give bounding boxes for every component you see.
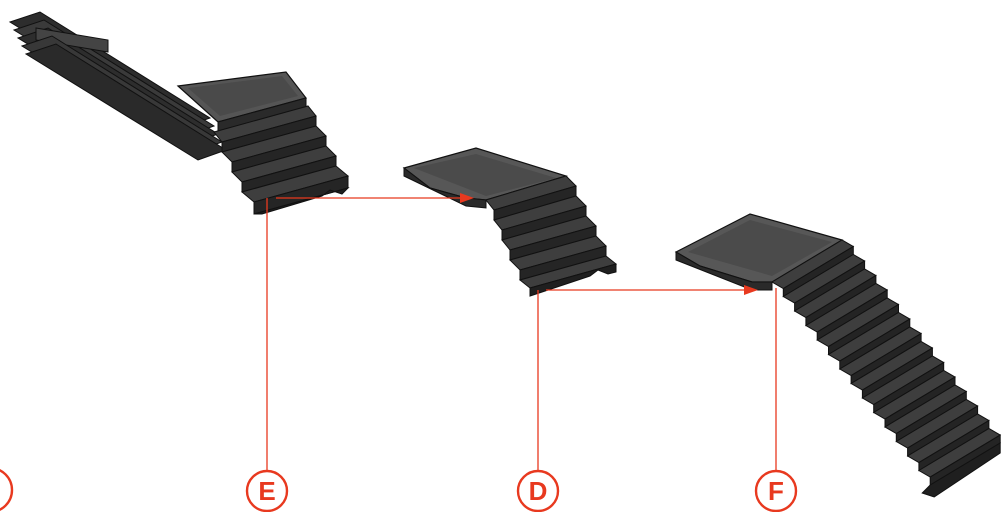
stair-flight-a-lower	[213, 105, 350, 215]
stair-flight-a-upper	[8, 11, 228, 161]
callout-d-label: D	[529, 476, 548, 506]
stair-landing-a	[176, 71, 308, 133]
stair-segment-a	[8, 11, 350, 215]
arrow-head-d	[744, 285, 758, 295]
callout-f: F	[754, 469, 798, 512]
stair-base	[921, 442, 1001, 498]
stair-landing-c	[674, 213, 844, 291]
connector-lines	[266, 197, 777, 470]
callout-f-label: F	[768, 476, 784, 506]
callout-partial	[0, 469, 14, 511]
stair-flight-b	[485, 175, 618, 297]
arrow-head-e	[460, 193, 474, 203]
callout-d: D	[516, 469, 560, 512]
stair-segment-b	[402, 147, 618, 297]
callout-e-label: E	[258, 476, 275, 506]
stair-flight-c	[771, 239, 1002, 498]
callout-e: E	[245, 469, 289, 512]
stair-segment-c	[674, 213, 1002, 498]
